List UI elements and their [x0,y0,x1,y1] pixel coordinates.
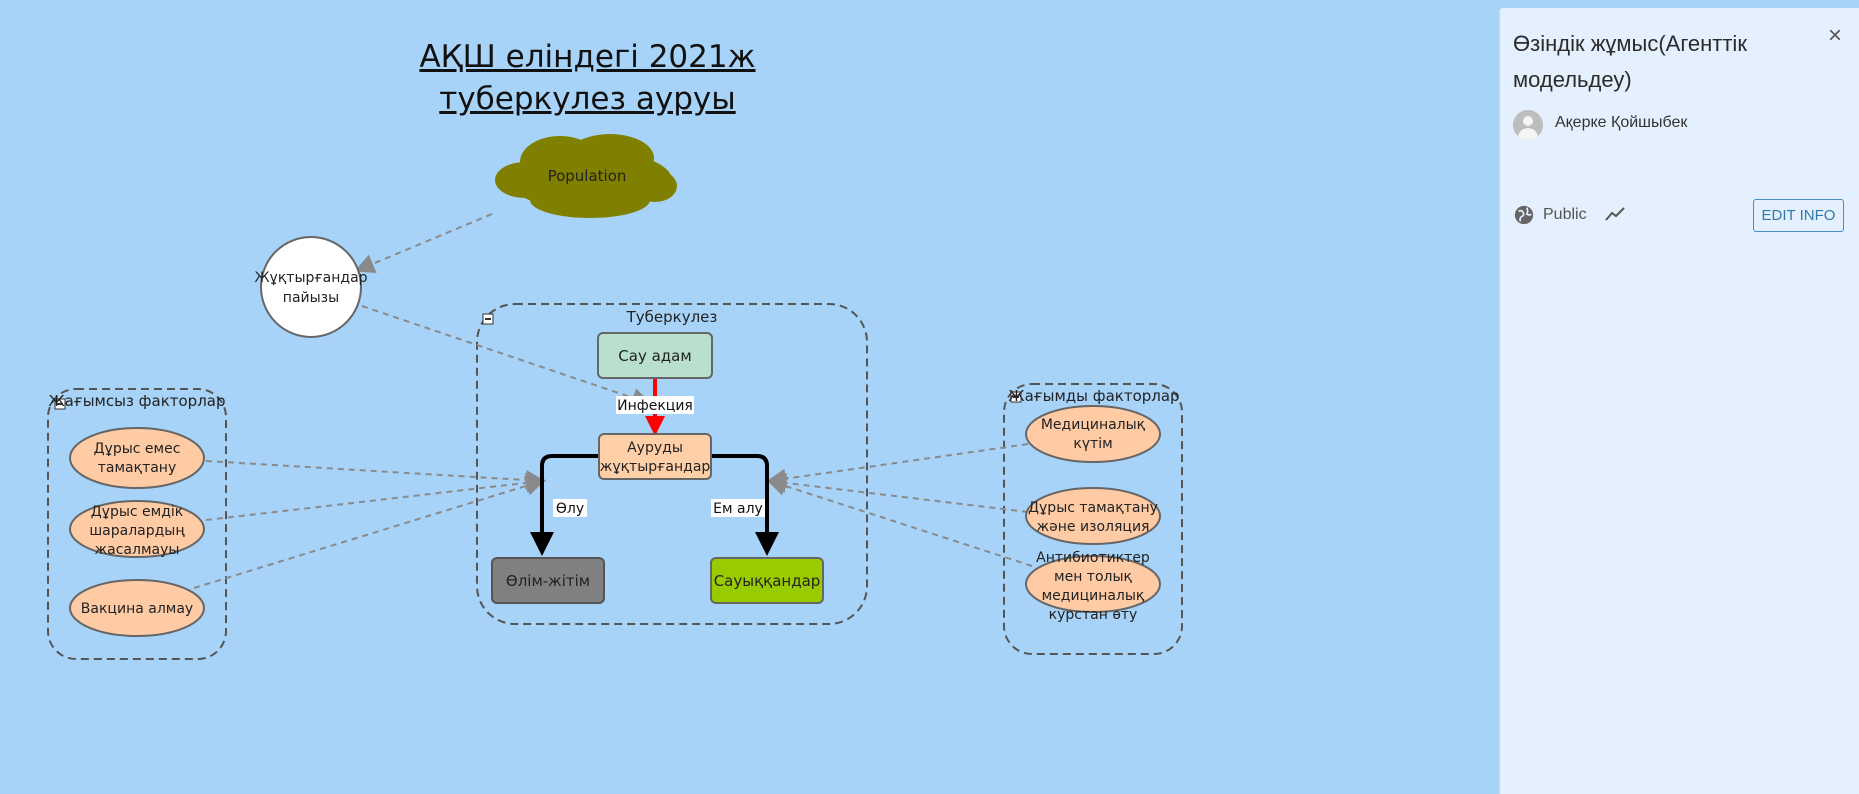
factor-positive-1[interactable] [1025,405,1161,463]
flow-infection-label-bg [616,396,694,414]
avatar[interactable] [1513,110,1543,140]
trending-icon[interactable] [1605,206,1625,222]
factor-positive-2[interactable] [1025,487,1161,545]
flow-death-label: Өлу [556,501,584,517]
factor-negative-3-label: Вакцина алмау [81,601,193,617]
edit-info-button[interactable]: EDIT INFO [1753,199,1844,232]
diagram-title: АҚШ еліндегі 2021ж туберкулез ауруы [419,39,756,117]
stock-healthy[interactable] [597,332,713,379]
link-neg1 [205,460,546,491]
folder-positive-label: Жағымды факторлар [1008,387,1179,405]
population-cloud[interactable] [495,134,677,218]
avatar-head [1523,116,1533,126]
population-label: Population [548,167,627,185]
info-panel: Өзіндік жұмыс(Агенттік модельдеу) × Ақер… [1499,8,1859,794]
avatar-body [1518,128,1538,140]
stock-recovered-label: Сауыққандар [714,572,821,590]
flow-death-label-bg [553,499,587,517]
folder-tb[interactable] [476,303,868,625]
model-canvas[interactable]: Туберкулез Жағымсыз факторлар Жағымды фа… [0,0,1498,794]
collapse-negative-icon[interactable] [54,398,66,410]
folder-tb-label: Туберкулез [626,308,718,326]
factor-positive-3[interactable] [1025,555,1161,613]
globe-icon [1514,205,1534,225]
collapse-positive-icon[interactable] [1010,391,1022,403]
collapse-tb-icon[interactable] [482,313,494,325]
stock-dead[interactable] [491,557,605,604]
flow-infection-label: Инфекция [617,398,693,414]
folder-positive[interactable] [1003,383,1183,655]
diagram-svg: Туберкулез Жағымсыз факторлар Жағымды фа… [47,134,1183,660]
link-population-rate [354,213,493,274]
link-pos2 [766,472,1029,513]
link-neg2 [205,472,546,521]
contact-rate-variable[interactable] [260,236,362,338]
folder-negative-label: Жағымсыз факторлар [48,392,225,410]
factor-negative-3[interactable] [69,579,205,637]
flow-treatment-label-bg [711,499,765,517]
factor-negative-2[interactable] [69,500,205,558]
flow-treatment[interactable] [710,454,779,556]
link-neg3 [193,476,546,589]
model-title: Өзіндік жұмыс(Агенттік модельдеу) [1513,31,1747,92]
factor-negative-1[interactable] [69,427,205,489]
flow-treatment-label: Ем алу [713,501,763,517]
visibility-status: Public [1543,206,1587,223]
stock-recovered[interactable] [710,557,824,604]
close-icon[interactable]: × [1827,22,1842,49]
author-name[interactable]: Ақерке Қойшыбек [1555,114,1688,131]
stock-healthy-label: Сау адам [618,347,691,365]
stock-infected[interactable] [598,433,712,480]
stock-dead-label: Өлім-жітім [506,572,590,590]
folder-negative[interactable] [47,388,227,660]
link-pos1 [766,443,1029,489]
flow-death[interactable] [530,454,600,556]
link-pos3 [766,476,1033,567]
